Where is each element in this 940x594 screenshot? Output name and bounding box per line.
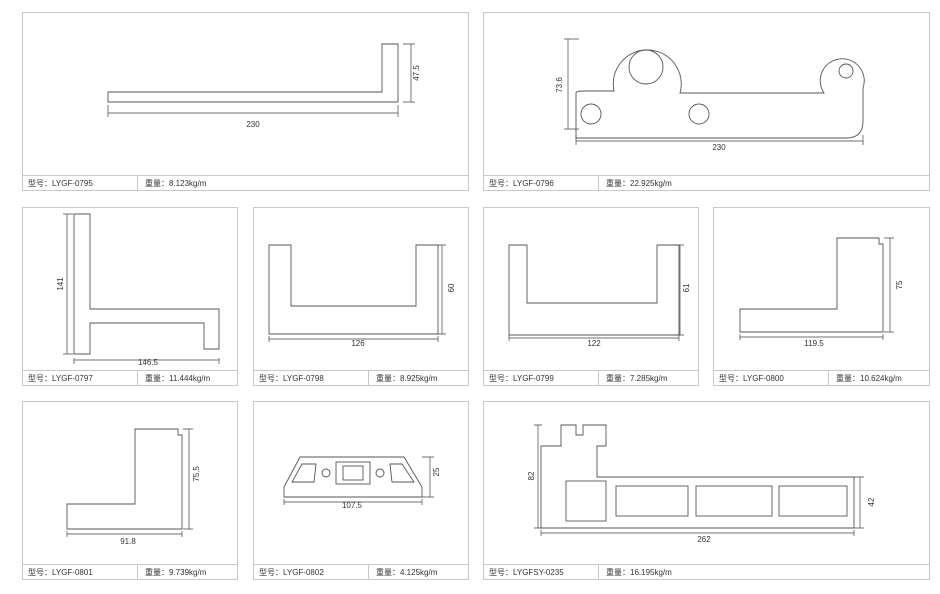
dimension-width: 126 xyxy=(351,339,365,348)
model-number: 型号：LYGF-0801 xyxy=(23,565,138,579)
dimension-width: 146.5 xyxy=(138,358,159,367)
weight: 重量：22.925kg/m xyxy=(606,178,672,188)
profile-drawing: 230 73.6 xyxy=(555,38,865,152)
weight: 重量：8.123kg/m xyxy=(145,178,207,188)
dimension-width: 230 xyxy=(712,143,726,152)
profile-card-lygf-0802: 107.5 25 型号：LYGF-0802 重量：4.125kg/m xyxy=(253,401,469,580)
model-number: 型号：LYGF-0800 xyxy=(714,371,829,385)
model-number: 型号：LYGFSY-0235 xyxy=(484,565,599,579)
model-number: 型号：LYGF-0795 xyxy=(23,176,138,190)
dimension-width: 91.8 xyxy=(120,537,136,546)
weight: 重量：9.739kg/m xyxy=(145,567,207,577)
weight: 重量：11.444kg/m xyxy=(145,373,211,383)
dimension-height: 75 xyxy=(895,280,904,289)
profile-card-lygf-0795: 230 47.5 型号：LYGF-0795 重量：8.123kg/m xyxy=(22,12,469,191)
weight: 重量：7.285kg/m xyxy=(606,373,668,383)
profile-card-lygf-0798: 126 60 型号：LYGF-0798 重量：8.925kg/m xyxy=(253,207,469,386)
profile-drawing: 230 47.5 xyxy=(107,43,421,129)
weight: 重量：4.125kg/m xyxy=(376,567,438,577)
profile-drawing: 107.5 25 xyxy=(283,456,441,510)
weight: 重量：16.195kg/m xyxy=(606,567,672,577)
profile-drawing: 262 82 42 xyxy=(527,424,876,544)
dimension-height: 82 xyxy=(527,471,536,480)
dimension-height: 73.6 xyxy=(555,77,564,93)
profile-card-lygf-0801: 91.8 75.5 型号：LYGF-0801 重量：9.739kg/m xyxy=(22,401,238,580)
profile-drawing: 126 60 xyxy=(268,244,456,348)
dimension-width: 230 xyxy=(246,120,260,129)
weight: 重量：8.925kg/m xyxy=(376,373,438,383)
dimension-width: 122 xyxy=(587,339,601,348)
weight: 重量：10.624kg/m xyxy=(836,373,902,383)
profile-card-lygfsy-0235: 262 82 42 型号：LYGFSY-0235 重量：16.195kg/m xyxy=(483,401,930,580)
dimension-width: 262 xyxy=(697,535,711,544)
profile-card-lygf-0800: 119.5 75 型号：LYGF-0800 重量：10.624kg/m xyxy=(713,207,930,386)
dimension-height: 47.5 xyxy=(412,65,421,81)
model-number: 型号：LYGF-0797 xyxy=(23,371,138,385)
dimension-width: 119.5 xyxy=(804,339,824,348)
dimension-height: 25 xyxy=(432,467,441,476)
profile-card-lygf-0799: 122 61 型号：LYGF-0799 重量：7.285kg/m xyxy=(483,207,699,386)
model-number: 型号：LYGF-0802 xyxy=(254,565,369,579)
profile-card-lygf-0796: 230 73.6 型号：LYGF-0796 重量：22.925kg/m xyxy=(483,12,930,191)
dimension-height: 60 xyxy=(447,283,456,292)
model-number: 型号：LYGF-0798 xyxy=(254,371,369,385)
profile-drawing: 146.5 141 xyxy=(56,213,220,367)
dimension-height: 75.5 xyxy=(192,466,201,482)
dimension-width: 107.5 xyxy=(342,501,363,510)
profile-drawing: 91.8 75.5 xyxy=(66,428,201,546)
profile-drawing: 119.5 75 xyxy=(739,237,904,348)
dimension-height: 141 xyxy=(56,277,65,291)
model-number: 型号：LYGF-0799 xyxy=(484,371,599,385)
profile-drawing: 122 61 xyxy=(508,244,691,348)
profile-card-lygf-0797: 146.5 141 型号：LYGF-0797 重量：11.444kg/m xyxy=(22,207,238,386)
model-number: 型号：LYGF-0796 xyxy=(484,176,599,190)
dimension-height: 61 xyxy=(682,283,691,292)
dimension-height-secondary: 42 xyxy=(867,497,876,506)
